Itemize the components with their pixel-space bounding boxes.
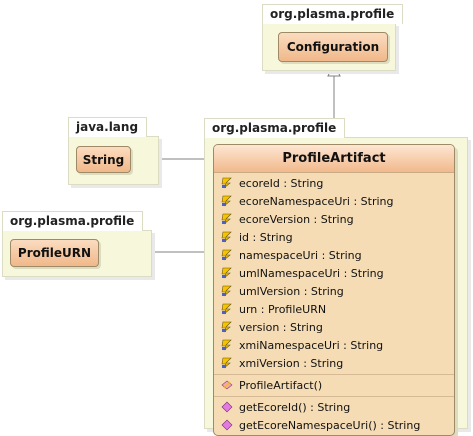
attribute-row[interactable]: umlNamespaceUri : String: [214, 264, 454, 282]
method-row[interactable]: getEcoreNamespaceUri() : String: [214, 416, 454, 434]
attribute-row[interactable]: ecoreVersion : String: [214, 210, 454, 228]
attribute-icon: [221, 267, 239, 279]
class-profileartifact-header: ProfileArtifact: [214, 145, 454, 173]
attribute-icon: [221, 249, 239, 261]
method-row-label: getEcoreNamespaceUri() : String: [239, 418, 421, 432]
constructor-separator: [214, 396, 454, 397]
attribute-row[interactable]: ecoreId : String: [214, 174, 454, 192]
method-list: getEcoreId() : String getEcoreNamespaceUr…: [214, 398, 454, 434]
attribute-icon: [221, 231, 239, 243]
attribute-row[interactable]: id : String: [214, 228, 454, 246]
attribute-row[interactable]: ecoreNamespaceUri : String: [214, 192, 454, 210]
attribute-row[interactable]: xmiNamespaceUri : String: [214, 336, 454, 354]
attribute-row[interactable]: version : String: [214, 318, 454, 336]
method-icon: [221, 401, 239, 413]
class-profileartifact-name: ProfileArtifact: [282, 151, 386, 166]
attribute-separator: [214, 374, 454, 375]
package-main-tab: org.plasma.profile: [204, 118, 346, 138]
attribute-row[interactable]: umlVersion : String: [214, 282, 454, 300]
constructor-row[interactable]: ProfileArtifact(): [214, 376, 454, 394]
attribute-icon: [221, 357, 239, 369]
attribute-row-label: umlNamespaceUri : String: [239, 266, 384, 280]
package-java-lang-name: java.lang: [76, 120, 139, 134]
attribute-icon: [221, 321, 239, 333]
package-top-tab: org.plasma.profile: [262, 4, 404, 24]
attribute-row-label: umlVersion : String: [239, 284, 344, 298]
class-profileurn-name: ProfileURN: [17, 246, 92, 260]
attribute-row-label: xmiNamespaceUri : String: [239, 338, 384, 352]
package-profileurn-tab: org.plasma.profile: [2, 211, 144, 231]
class-profileurn[interactable]: ProfileURN: [10, 239, 99, 267]
package-profileurn-name: org.plasma.profile: [10, 214, 135, 228]
class-configuration[interactable]: Configuration: [278, 32, 388, 62]
package-top-name: org.plasma.profile: [270, 7, 395, 21]
attribute-row-label: id : String: [239, 230, 293, 244]
method-row-label: getEcoreId() : String: [239, 400, 351, 414]
attribute-icon: [221, 339, 239, 351]
constructor-row-label: ProfileArtifact(): [239, 378, 323, 392]
attribute-row-label: urn : ProfileURN: [239, 302, 327, 316]
attribute-row-label: ecoreVersion : String: [239, 212, 354, 226]
attribute-icon: [221, 303, 239, 315]
attribute-row[interactable]: urn : ProfileURN: [214, 300, 454, 318]
class-string[interactable]: String: [76, 146, 131, 173]
attribute-icon: [221, 285, 239, 297]
package-main-name: org.plasma.profile: [212, 121, 337, 135]
attribute-icon: [221, 195, 239, 207]
class-string-name: String: [82, 152, 125, 167]
constructor-icon: [221, 379, 239, 391]
constructor-list: ProfileArtifact(): [214, 376, 454, 394]
attribute-row-label: namespaceUri : String: [239, 248, 362, 262]
attribute-row[interactable]: namespaceUri : String: [214, 246, 454, 264]
method-row[interactable]: getEcoreId() : String: [214, 398, 454, 416]
attribute-row-label: version : String: [239, 320, 323, 334]
attribute-icon: [221, 213, 239, 225]
attribute-row-label: xmiVersion : String: [239, 356, 344, 370]
class-configuration-name: Configuration: [286, 40, 380, 54]
attribute-list: ecoreId : String ecoreNamespaceUri : Stri…: [214, 173, 454, 372]
attribute-icon: [221, 177, 239, 189]
class-profileartifact[interactable]: ProfileArtifact ecoreId : String ecoreNam…: [213, 144, 455, 436]
attribute-row[interactable]: xmiVersion : String: [214, 354, 454, 372]
package-java-lang-tab: java.lang: [68, 117, 148, 137]
attribute-row-label: ecoreNamespaceUri : String: [239, 194, 394, 208]
attribute-row-label: ecoreId : String: [239, 176, 324, 190]
